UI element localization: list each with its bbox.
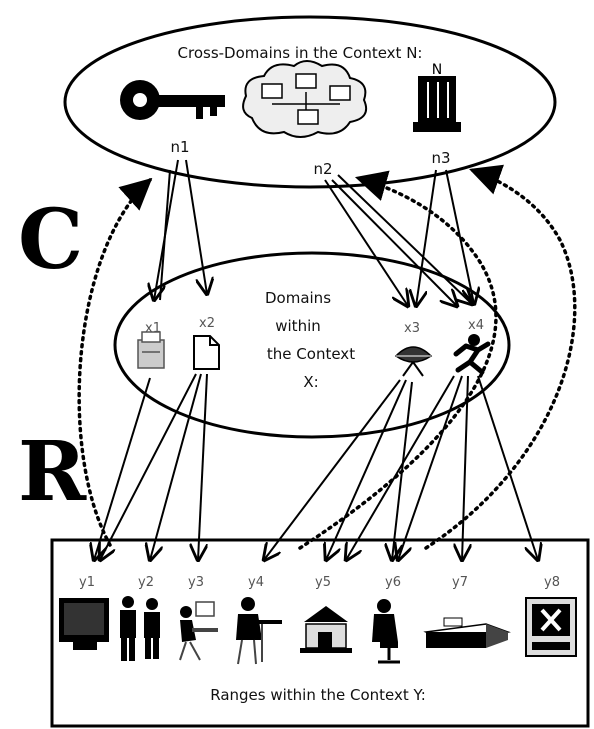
node-y2: y2 — [138, 575, 154, 590]
letter-c: C — [18, 192, 83, 288]
context-n-title: Cross-Domains in the Context N: — [178, 44, 423, 62]
node-x2: x2 — [199, 316, 215, 331]
arrows-n-to-x — [154, 159, 474, 306]
node-x4: x4 — [468, 318, 484, 333]
context-x-title-line3: the Context — [267, 345, 355, 363]
seated-person-icon — [372, 599, 400, 664]
node-y5: y5 — [315, 575, 331, 590]
context-y-box — [50, 538, 590, 728]
x-window-icon — [525, 597, 577, 657]
desk-worker-icon — [236, 597, 282, 665]
node-y8: y8 — [544, 575, 560, 590]
context-y-title: Ranges within the Context Y: — [210, 686, 426, 704]
scanner-icon — [423, 617, 511, 648]
satellite-dish-icon — [394, 346, 433, 377]
key-icon — [120, 80, 225, 120]
node-y1: y1 — [79, 575, 95, 590]
context-x-ellipse — [113, 251, 511, 439]
dotted-relations — [77, 164, 577, 550]
context-x-title-line1: Domains — [265, 289, 331, 307]
node-n2: n2 — [313, 160, 332, 178]
monitor-icon — [59, 598, 109, 650]
letter-r: R — [18, 424, 87, 520]
node-y3: y3 — [188, 575, 204, 590]
node-y4: y4 — [248, 575, 264, 590]
context-n-ellipse — [63, 15, 557, 189]
printer-icon — [137, 331, 165, 369]
svg-text:N: N — [432, 62, 442, 78]
business-people-icon — [120, 596, 160, 661]
running-person-icon — [453, 334, 491, 375]
bank-building-icon — [300, 606, 352, 653]
network-cloud-icon — [242, 60, 368, 138]
context-x-title-line2: within — [275, 317, 321, 335]
node-n1: n1 — [170, 138, 189, 156]
node-y7: y7 — [452, 575, 468, 590]
node-n3: n3 — [431, 149, 450, 167]
office-worker-icon — [179, 601, 218, 661]
database-server-icon: N — [413, 62, 461, 132]
node-y6: y6 — [385, 575, 401, 590]
context-x-title-line4: X: — [303, 373, 318, 391]
arrows-x-to-y — [94, 373, 538, 560]
document-icon — [193, 335, 220, 370]
node-x3: x3 — [404, 321, 420, 336]
